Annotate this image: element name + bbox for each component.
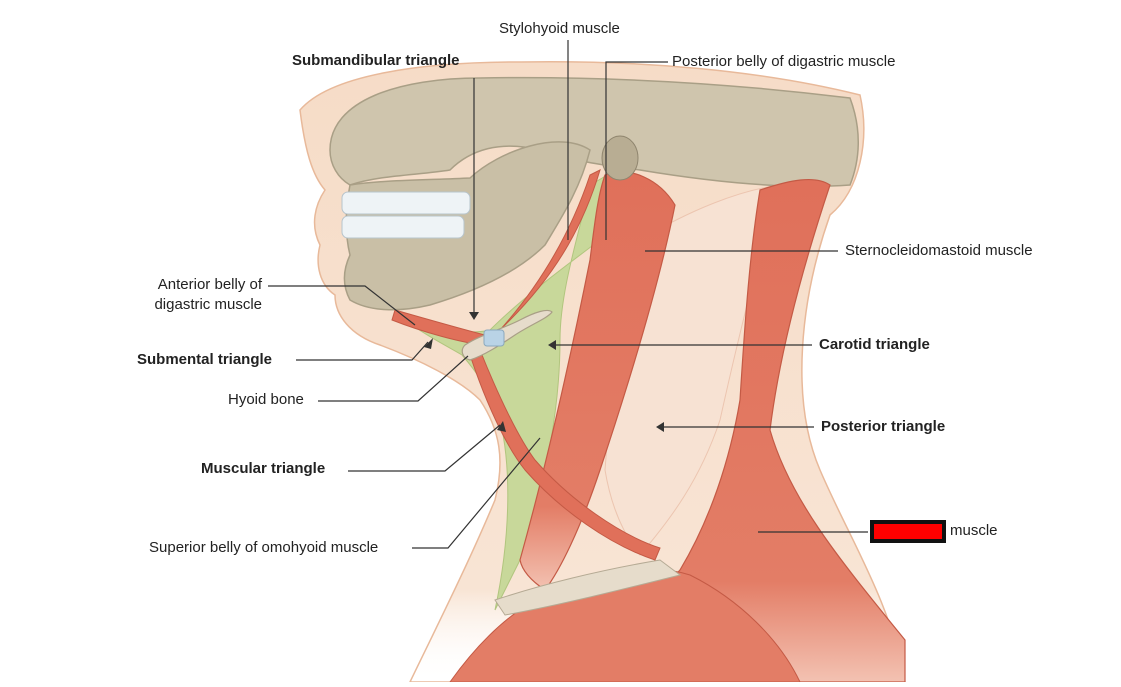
label-submental-triangle: Submental triangle (137, 351, 273, 368)
hyoid-bone (461, 309, 553, 361)
arrow-submandibular (469, 312, 479, 320)
redaction-box (870, 520, 946, 543)
leader-omohyoid (412, 437, 541, 549)
label-sternocleidomastoid-muscle: Sternocleidomastoid muscle (845, 242, 1033, 259)
arrowheads (424, 312, 664, 432)
label-hyoid-bone: Hyoid bone (228, 391, 304, 408)
label-submandibular-triangle: Submandibular triangle (292, 52, 460, 69)
arrow-posterior-triangle (656, 422, 664, 432)
leader-submental (296, 341, 429, 361)
label-stylohyoid-muscle: Stylohyoid muscle (499, 20, 620, 37)
leader-lines (268, 40, 868, 549)
clavicle (494, 559, 682, 616)
label-anterior-digastric-line2: digastric muscle (154, 296, 262, 313)
teeth (341, 191, 471, 239)
leader-muscular (348, 424, 501, 472)
mastoid-process (601, 135, 639, 181)
label-trapezius-muscle: muscle (950, 522, 998, 539)
label-carotid-triangle: Carotid triangle (819, 336, 930, 353)
label-posterior-digastric-muscle: Posterior belly of digastric muscle (672, 53, 896, 70)
arrow-muscular (497, 421, 506, 432)
label-muscular-triangle: Muscular triangle (201, 460, 326, 477)
label-posterior-triangle: Posterior triangle (821, 418, 946, 435)
leader-anterior-digastric (268, 285, 416, 326)
skull (329, 76, 859, 188)
arrow-submental (424, 338, 433, 349)
arrow-carotid (548, 340, 556, 350)
label-superior-belly-omohyoid: Superior belly of omohyoid muscle (149, 539, 379, 556)
label-anterior-digastric-line1: Anterior belly of (157, 276, 262, 293)
hyoid-tendon (483, 329, 505, 347)
leader-posterior-digastric (605, 61, 668, 240)
omohyoid-muscle (469, 349, 661, 561)
leader-hyoid (318, 355, 469, 402)
